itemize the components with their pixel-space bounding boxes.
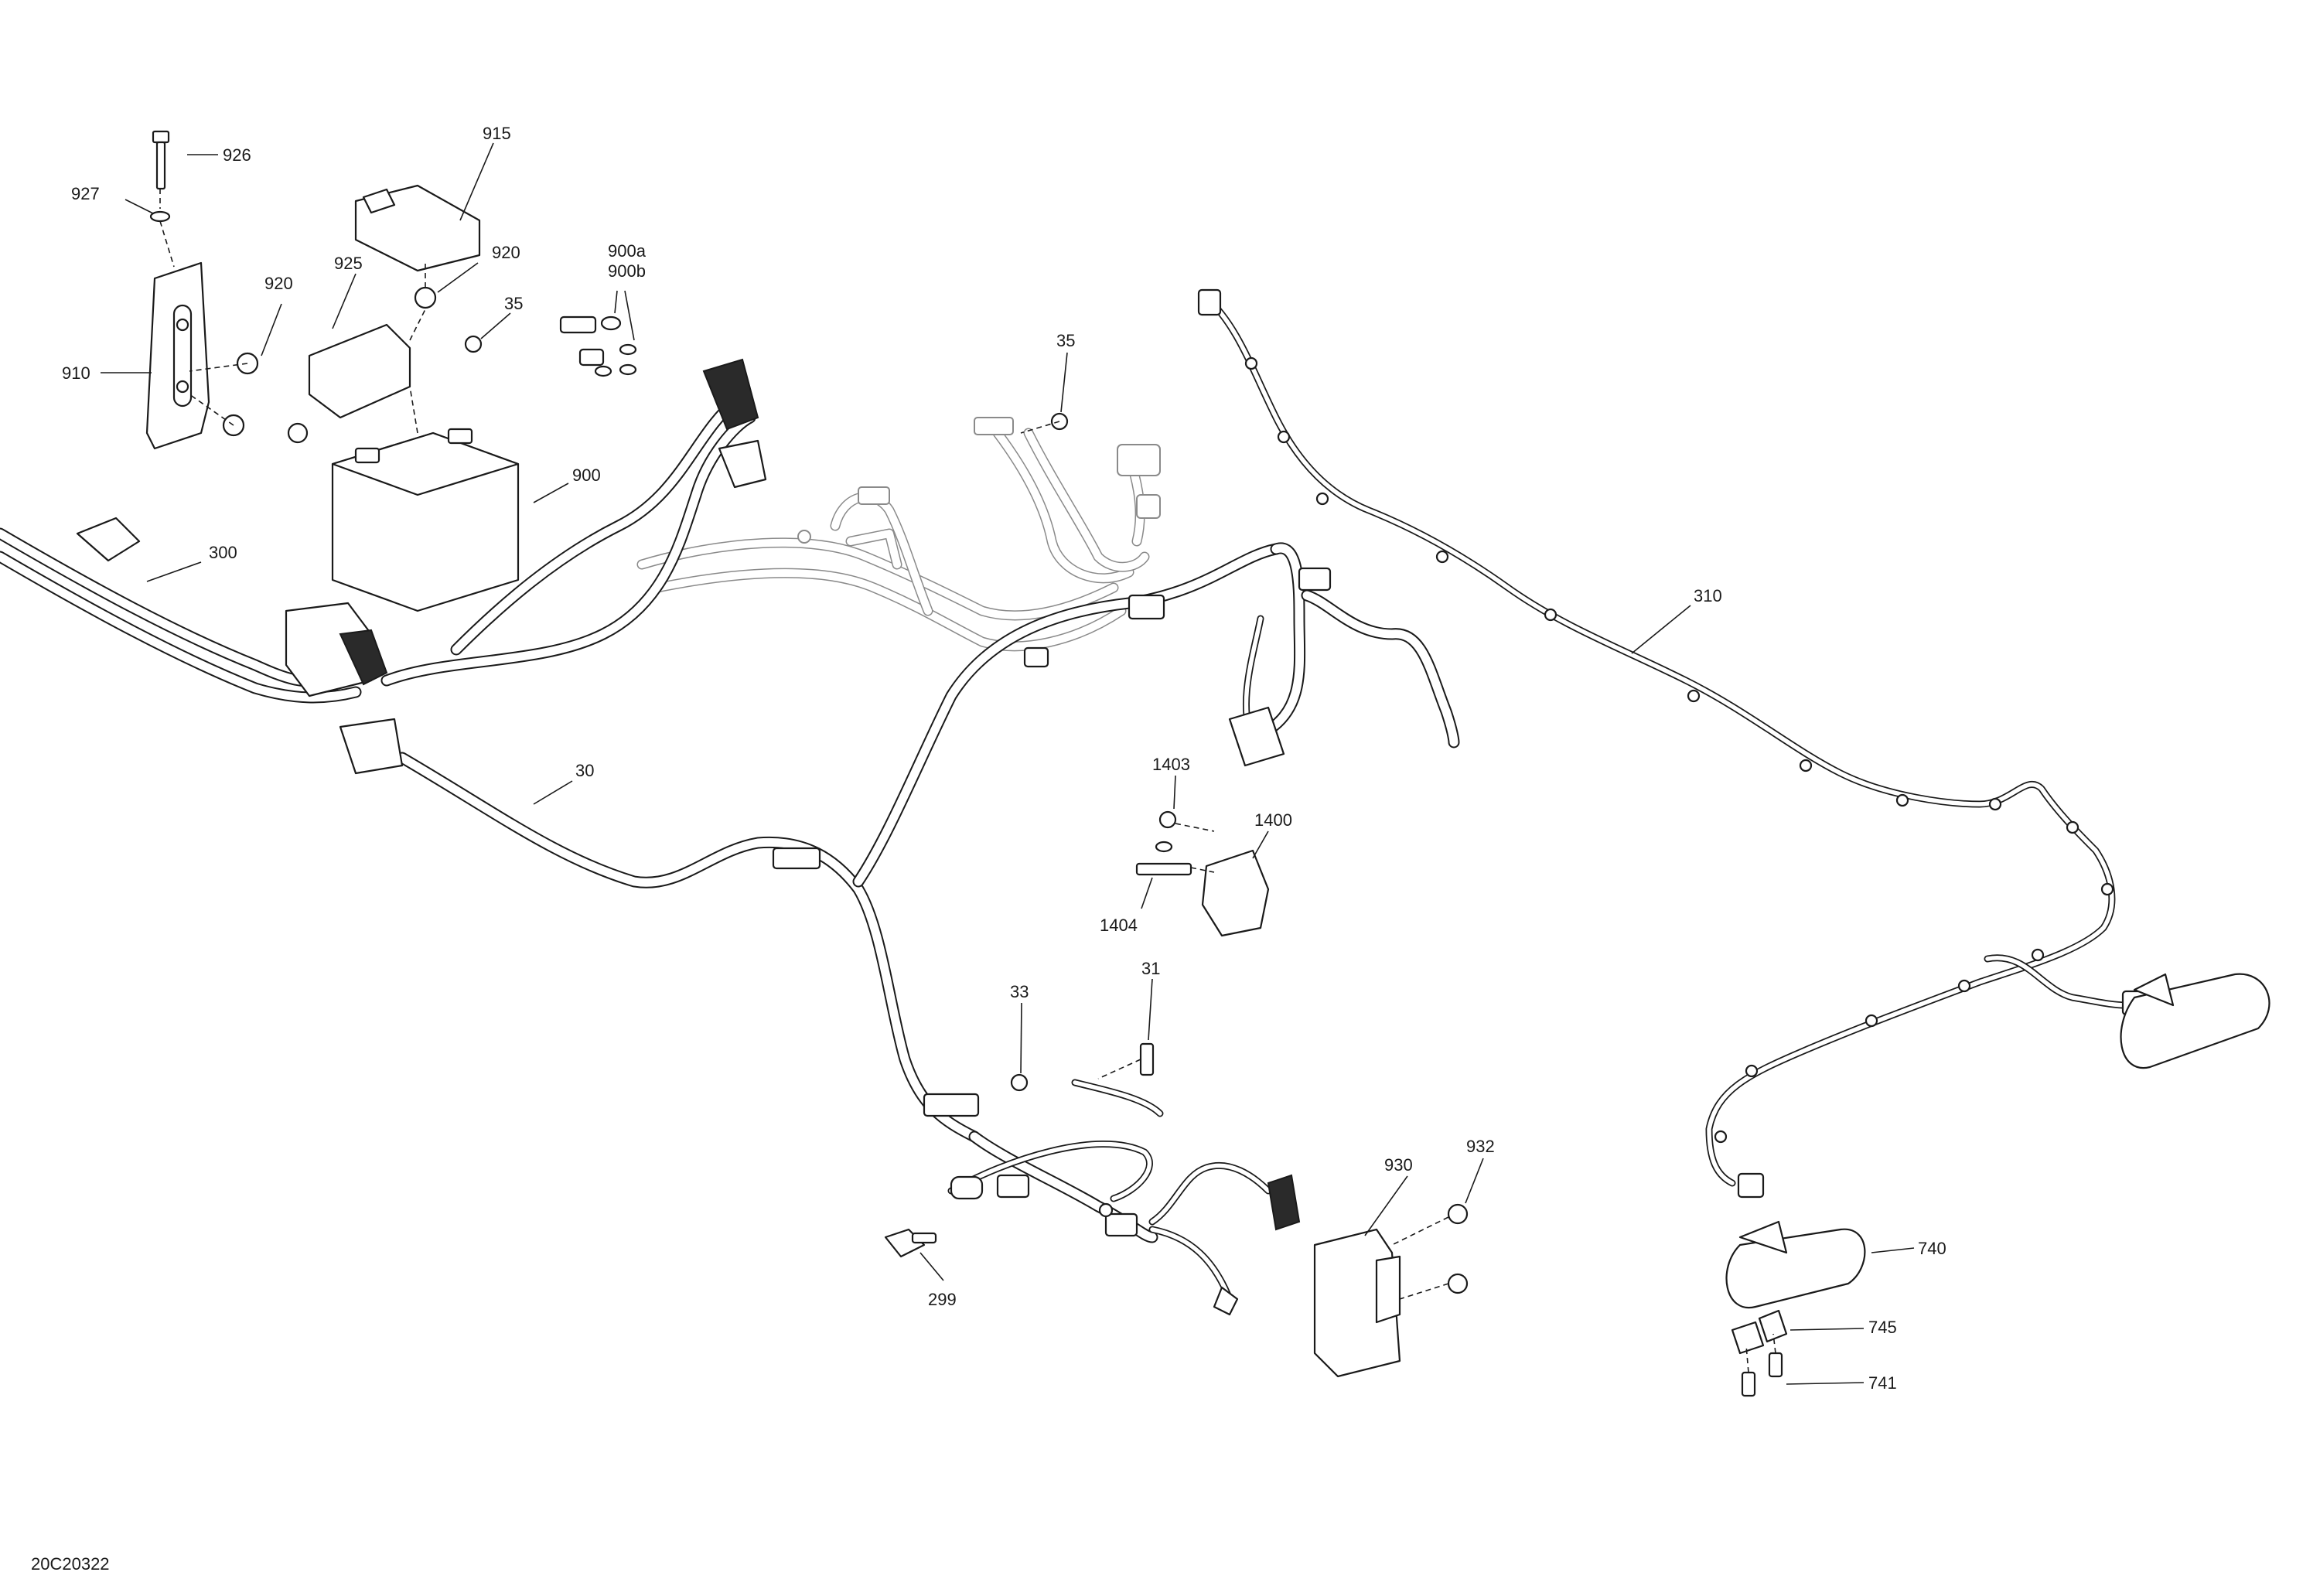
callout-910: 910 [62, 363, 90, 383]
callout-745: 745 [1868, 1318, 1897, 1337]
rear-harness [1197, 288, 2149, 1199]
callout-930: 930 [1384, 1155, 1413, 1175]
module-assembly [1267, 1174, 1469, 1378]
leader-lines [101, 142, 1915, 1385]
ground-parts [884, 412, 1155, 1258]
battery-assembly [76, 130, 767, 775]
callout-1403: 1403 [1152, 755, 1190, 774]
callout-35-upper: 35 [504, 294, 523, 313]
callout-labels: 926 927 915 920 920 925 35 900a 900b 910… [62, 124, 1946, 1393]
callout-741: 741 [1868, 1373, 1897, 1393]
callout-920-upper: 920 [492, 243, 520, 262]
callout-900: 900 [572, 466, 601, 485]
callout-900b: 900b [608, 261, 646, 281]
callout-900a: 900a [608, 241, 647, 261]
callout-932: 932 [1466, 1137, 1495, 1156]
callout-310: 310 [1694, 586, 1722, 605]
lights-assembly [1725, 973, 2271, 1397]
callout-31: 31 [1141, 959, 1160, 978]
callout-299: 299 [928, 1290, 957, 1309]
callout-1404: 1404 [1100, 916, 1138, 935]
callout-35-middle: 35 [1056, 331, 1075, 350]
callout-927: 927 [71, 184, 100, 203]
callout-920-left: 920 [264, 274, 293, 293]
callout-1400: 1400 [1254, 810, 1292, 830]
callout-925: 925 [334, 254, 363, 273]
callout-30: 30 [575, 761, 594, 780]
callout-33: 33 [1010, 982, 1029, 1001]
callout-915: 915 [483, 124, 511, 143]
brake-switch-assembly [1135, 706, 1285, 937]
drawing-reference: 20C20322 [31, 1554, 110, 1574]
callout-740: 740 [1918, 1239, 1946, 1258]
callout-926: 926 [223, 145, 251, 165]
callout-300: 300 [209, 543, 237, 562]
main-harness [0, 396, 1460, 1316]
frame-harness-ghost [636, 417, 1161, 652]
